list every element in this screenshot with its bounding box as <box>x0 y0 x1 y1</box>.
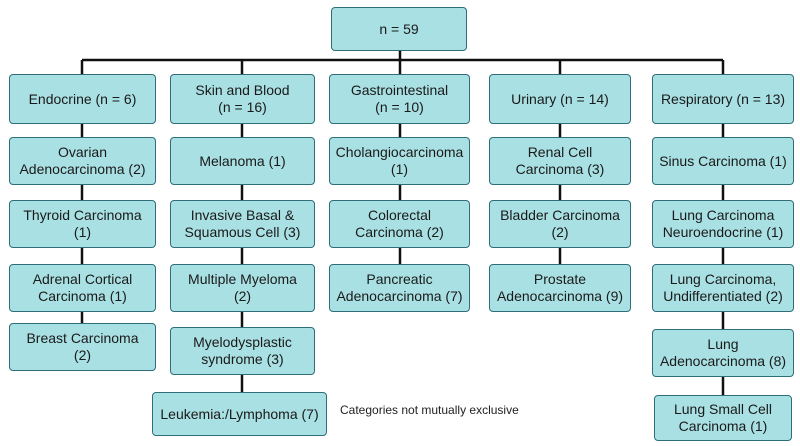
category-label-line: Respiratory (n = 13) <box>660 90 786 107</box>
item-line: Thyroid Carcinoma <box>23 207 142 223</box>
item-line: Carcinoma (2) <box>355 224 444 240</box>
item-line: (2) <box>551 224 569 240</box>
item-line: Undifferentiated (2) <box>663 288 783 304</box>
item-line: Adenocarcinoma (9) <box>496 288 624 304</box>
item-line: Adenocarcinoma (7) <box>336 288 463 304</box>
root-node: n = 59 <box>331 7 467 51</box>
category-label-line: Endocrine (n = 6) <box>28 90 137 107</box>
category-skin-and-blood: Skin and Blood (n = 16) <box>170 74 315 124</box>
item-line: Leukemia:/Lymphoma (7) <box>160 405 319 422</box>
item-line: Renal Cell <box>527 144 593 160</box>
skin-blood-item: Leukemia:/Lymphoma (7) <box>152 392 327 436</box>
item-line: Prostate <box>533 271 587 287</box>
item-line: Lung Small Cell <box>673 401 773 417</box>
category-label-line: Urinary (n = 14) <box>511 90 609 107</box>
item-line: Neuroendocrine (1) <box>662 224 784 240</box>
item-line: Lung Carcinoma <box>671 207 775 223</box>
item-line: Breast Carcinoma <box>26 330 139 346</box>
item-line: Adrenal Cortical <box>32 271 133 287</box>
item-line: Adenocarcinoma (8) <box>659 353 787 369</box>
item-line: Squamous Cell (3) <box>184 224 301 240</box>
item-line: syndrome (3) <box>201 351 284 367</box>
item-line: Bladder Carcinoma <box>500 207 620 223</box>
category-label-line: (n = 16) <box>218 99 267 115</box>
endocrine-item: Breast Carcinoma(2) <box>9 323 156 371</box>
item-line: Lung Carcinoma, <box>669 271 777 287</box>
category-label-line: Skin and Blood <box>195 82 290 98</box>
item-line: Cholangiocarcinoma <box>335 144 464 160</box>
item-line: Colorectal <box>367 207 431 223</box>
item-line: Carcinoma (3) <box>515 161 605 177</box>
item-line: Ovarian <box>57 144 108 160</box>
category-gastrointestinal: Gastrointestinal (n = 10) <box>329 74 470 124</box>
item-line: Pancreatic <box>366 271 433 287</box>
urinary-item: Bladder Carcinoma(2) <box>489 200 631 248</box>
footnote: Categories not mutually exclusive <box>340 403 519 417</box>
category-respiratory: Respiratory (n = 13) <box>652 74 794 124</box>
item-line: Melanoma (1) <box>199 152 286 169</box>
endocrine-item: Thyroid Carcinoma(1) <box>9 200 156 248</box>
skin-blood-item: Invasive Basal &Squamous Cell (3) <box>170 200 315 248</box>
item-line: Sinus Carcinoma (1) <box>659 152 787 169</box>
item-line: (1) <box>390 161 409 177</box>
skin-blood-item: Melanoma (1) <box>170 137 315 185</box>
respiratory-item: Lung Carcinoma,Undifferentiated (2) <box>652 264 794 312</box>
item-line: Myelodysplastic <box>193 334 292 350</box>
item-line: Carcinoma (1) <box>678 418 768 434</box>
skin-blood-item: Multiple Myeloma(2) <box>170 264 315 312</box>
category-urinary: Urinary (n = 14) <box>489 74 631 124</box>
item-line: Lung <box>707 336 739 352</box>
item-line: Invasive Basal & <box>190 207 295 223</box>
root-label: n = 59 <box>379 20 419 37</box>
category-label-line: Gastrointestinal <box>350 82 449 98</box>
item-line: (2) <box>73 347 92 363</box>
item-line: Carcinoma (1) <box>38 288 127 304</box>
item-line: Multiple Myeloma <box>188 271 297 287</box>
gastrointestinal-item: Cholangiocarcinoma(1) <box>329 137 470 185</box>
item-line: Adenocarcinoma (2) <box>19 161 146 177</box>
category-label-line: (n = 10) <box>375 99 424 115</box>
item-line: (1) <box>73 224 92 240</box>
respiratory-item: Sinus Carcinoma (1) <box>652 137 794 185</box>
category-endocrine: Endocrine (n = 6) <box>9 74 156 124</box>
item-line: (2) <box>233 288 252 304</box>
